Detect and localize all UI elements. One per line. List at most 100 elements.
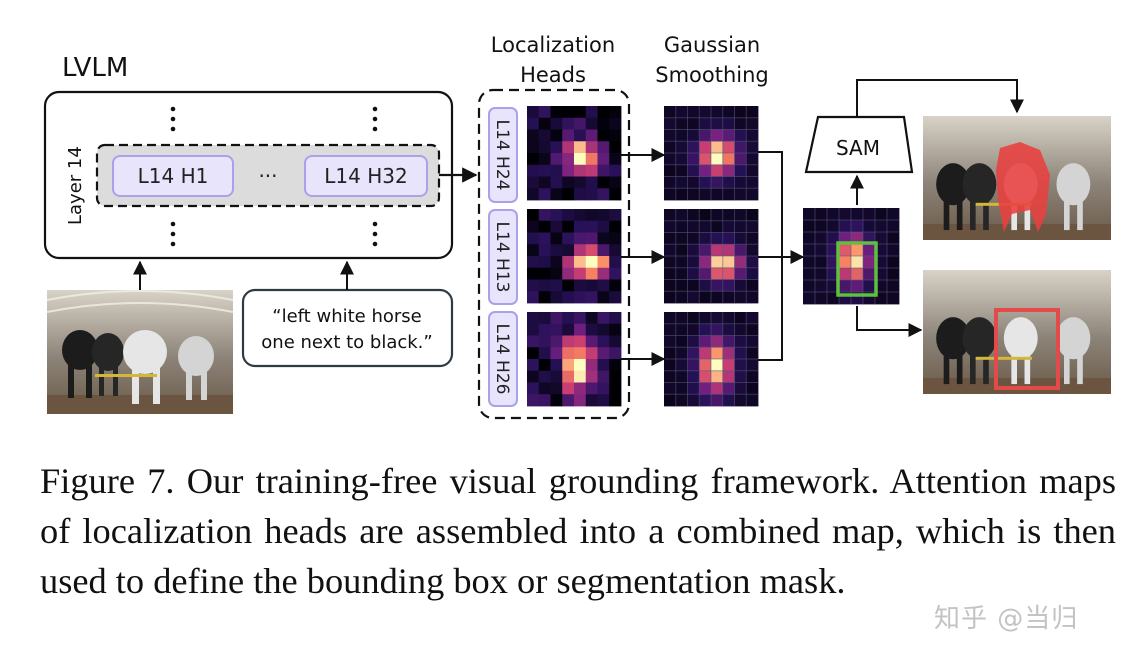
heatmap-cell (722, 153, 735, 166)
heatmap-cell (746, 141, 759, 154)
heatmap-cell (803, 292, 816, 305)
heatmap-cell (711, 153, 724, 166)
heatmap-cell (597, 335, 610, 348)
heatmap-cell (699, 359, 712, 372)
heatmap-cell (527, 244, 540, 257)
heatmap-cell (746, 188, 759, 201)
heatmap-cell (875, 268, 888, 281)
heatmap-cell (585, 335, 598, 348)
heatmap-cell (887, 220, 900, 233)
heatmap-cell (863, 208, 876, 221)
heatmap-cell (839, 220, 852, 233)
heatmap-cell (585, 232, 598, 245)
heatmap-cell (527, 220, 540, 233)
heatmap-cell (550, 176, 563, 189)
heatmap-cell (722, 291, 735, 304)
heatmap-cell (815, 232, 828, 245)
heatmap-cell (815, 280, 828, 293)
heatmap-cell (687, 153, 700, 166)
heatmap-cell (803, 256, 816, 269)
heatmap-cell (538, 323, 551, 336)
heatmap-cell (609, 291, 622, 304)
heatmap-cell (675, 106, 688, 119)
heatmap-cell (746, 312, 759, 325)
heatmap-cell (550, 312, 563, 325)
heatmap-cell (597, 141, 610, 154)
heatmap-cell (746, 209, 759, 222)
heatmap-cell (887, 232, 900, 245)
heatmap-cell (550, 117, 563, 130)
heatmap-cell (574, 220, 587, 233)
harness-bar (975, 356, 1033, 360)
heatmap-cell (550, 256, 563, 269)
heatmap-cell (585, 347, 598, 360)
heatmap-cell (574, 176, 587, 189)
heatmap-cell (675, 232, 688, 245)
heatmap-cell (585, 141, 598, 154)
heatmap-cell (711, 244, 724, 257)
heatmap-cell (550, 323, 563, 336)
heatmap-cell (675, 129, 688, 142)
heatmap-cell (562, 394, 575, 407)
heatmap-cell (538, 106, 551, 119)
heatmap-cell (562, 106, 575, 119)
heatmap-cell (699, 279, 712, 292)
heatmap-cell (585, 188, 598, 201)
heatmap-cell (550, 267, 563, 280)
combined-map-box (836, 241, 878, 297)
heatmap-cell (734, 256, 747, 269)
heatmap-cell (746, 153, 759, 166)
heatmap-cell (597, 267, 610, 280)
vertical-ellipsis-top (170, 106, 378, 132)
heatmap-cell (839, 268, 852, 281)
heatmap-cell (550, 153, 563, 166)
head-box-h1 (112, 155, 234, 197)
heatmap-cell (550, 382, 563, 395)
heatmap-cell (863, 244, 876, 257)
heatmap-cell (687, 291, 700, 304)
heatmap-cell (675, 209, 688, 222)
heatmap-cell (687, 323, 700, 336)
heatmap-cell (675, 359, 688, 372)
heatmap-cell (664, 394, 677, 407)
heatmap-cell (699, 291, 712, 304)
heatmap-cell (734, 370, 747, 383)
heatmap-cell (746, 279, 759, 292)
heatmap-cell (527, 117, 540, 130)
heatmap-cell (538, 291, 551, 304)
heatmap-cell (699, 312, 712, 325)
heatmap-cell (687, 394, 700, 407)
smoothed-map-h13 (664, 209, 759, 304)
heatmap-cell (597, 209, 610, 222)
heatmap-cell (597, 232, 610, 245)
smoothed-map-h26 (664, 312, 759, 407)
heatmap-cell (527, 164, 540, 177)
heatmap-cell (675, 323, 688, 336)
segmentation-mask (996, 142, 1050, 232)
heatmap-cell (609, 244, 622, 257)
heatmap-cell (585, 279, 598, 292)
heatmap-cell (722, 394, 735, 407)
heatmap-cell (609, 153, 622, 166)
heatmap-cell (664, 323, 677, 336)
heatmap-cell (699, 106, 712, 119)
heatmap-cell (699, 232, 712, 245)
heatmap-cell (722, 347, 735, 360)
heatmap-cell (815, 244, 828, 257)
heatmap-cell (585, 312, 598, 325)
heatmap-cell (597, 279, 610, 292)
heatmap-cell (746, 267, 759, 280)
heatmap-cell (675, 312, 688, 325)
heatmap-cell (803, 232, 816, 245)
heatmap-cell (827, 220, 840, 233)
heatmap-cell (585, 220, 598, 233)
heatmap-cell (527, 188, 540, 201)
heatmap-cell (527, 312, 540, 325)
heatmap-cell (574, 347, 587, 360)
heatmap-cell (699, 129, 712, 142)
heatmap-cell (722, 312, 735, 325)
smoothed-map-h24 (664, 106, 759, 201)
query-line-1: “left white horse (272, 306, 421, 327)
head-tag-label-h13: L14 H13 (492, 222, 512, 293)
horse-shape (1003, 317, 1038, 360)
